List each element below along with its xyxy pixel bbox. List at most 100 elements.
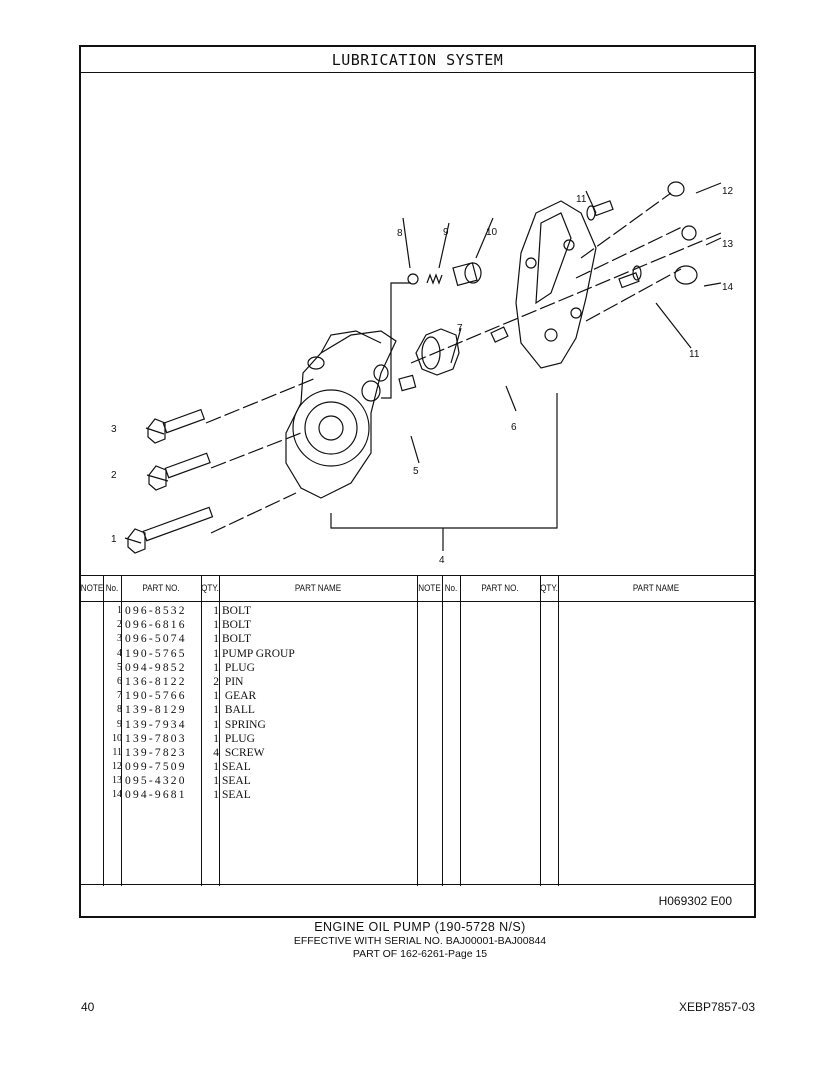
part-name: GEAR — [222, 690, 257, 703]
callout-4: 4 — [439, 555, 445, 566]
row-number: 6 — [117, 675, 122, 687]
part-name: BALL — [222, 704, 255, 717]
callout-1: 1 — [111, 534, 117, 545]
callout-5: 5 — [413, 466, 419, 477]
quantity: 1 — [213, 619, 219, 632]
page-number: 40 — [81, 1000, 95, 1014]
part-number: 099-7509 — [125, 761, 187, 774]
callout-3: 3 — [111, 424, 117, 435]
quantity: 1 — [213, 732, 219, 745]
quantity: 4 — [213, 746, 219, 759]
part-name: BOLT — [222, 619, 251, 632]
plug-10-shape — [452, 262, 482, 287]
callout-2: 2 — [111, 470, 117, 481]
part-name: PLUG — [222, 661, 255, 674]
pin-6-shape — [490, 326, 509, 343]
callout-14: 14 — [722, 282, 734, 293]
leader-2 — [146, 474, 169, 482]
header-part-name: PART NAME — [294, 583, 342, 594]
part-name: PUMP GROUP — [222, 647, 295, 660]
parts-frame: LUBRICATION SYSTEM — [79, 45, 756, 918]
pump-body-shape — [285, 330, 397, 499]
caption-serial: EFFECTIVE WITH SERIAL NO. BAJ00001-BAJ00… — [293, 935, 547, 947]
header-note-right: NOTE — [418, 583, 441, 594]
spring-9-shape — [426, 273, 443, 285]
quantity: 1 — [213, 647, 219, 660]
row-number: 8 — [117, 704, 122, 716]
part-name: BOLT — [222, 633, 251, 646]
document-code: XEBP7857-03 — [678, 1000, 755, 1014]
bolt-3-shape — [147, 408, 206, 444]
row-number: 14 — [112, 789, 122, 801]
part-number: 096-5074 — [125, 633, 187, 646]
bolt-1-shape — [127, 506, 214, 554]
quantity: 1 — [213, 761, 219, 774]
row-number: 2 — [117, 619, 122, 631]
caption-title: ENGINE OIL PUMP (190-5728 N/S) — [314, 920, 526, 934]
quantity: 1 — [213, 690, 219, 703]
callout-6: 6 — [511, 422, 517, 433]
callout-9: 9 — [443, 227, 449, 238]
part-name: PIN — [222, 675, 244, 688]
row-number: 4 — [117, 647, 122, 659]
callout-8: 8 — [397, 228, 403, 239]
quantity: 1 — [213, 789, 219, 802]
quantity: 1 — [213, 718, 219, 731]
part-number: 136-8122 — [125, 675, 187, 688]
quantity: 1 — [213, 775, 219, 788]
part-name: SPRING — [222, 718, 266, 731]
callout-10: 10 — [486, 227, 498, 238]
quantity: 2 — [213, 675, 219, 688]
bolt-2-shape — [148, 452, 211, 491]
quantity: 1 — [213, 633, 219, 646]
exploded-diagram: 1 2 3 4 5 6 7 8 9 10 11 11 12 13 14 — [81, 73, 754, 575]
part-number: 096-8532 — [125, 605, 187, 617]
cover-plate-shape — [515, 200, 597, 369]
part-name: PLUG — [222, 732, 255, 745]
page-title: LUBRICATION SYSTEM — [81, 47, 754, 73]
row-number: 9 — [117, 718, 122, 730]
screw-11-lower-shape — [618, 265, 642, 289]
row-number: 3 — [117, 633, 122, 645]
part-name: SCREW — [222, 746, 265, 759]
part-number: 094-9681 — [125, 789, 187, 802]
row-number: 1 — [117, 605, 122, 616]
part-number: 095-4320 — [125, 775, 187, 788]
seal-13-shape — [681, 225, 697, 241]
leader-3 — [145, 427, 165, 435]
header-part-name-right: PART NAME — [632, 583, 680, 594]
header-part-no: PART NO. — [142, 583, 180, 594]
part-name: SEAL — [222, 761, 251, 774]
part-name: BOLT — [222, 605, 251, 617]
gear-7-shape — [415, 328, 460, 376]
part-number: 190-5766 — [125, 690, 187, 703]
header-qty: QTY. — [201, 583, 219, 594]
quantity: 1 — [213, 661, 219, 674]
part-number: 139-8129 — [125, 704, 187, 717]
plug-5-shape — [398, 374, 417, 392]
row-number: 13 — [112, 775, 122, 787]
header-no-right: No. — [444, 583, 458, 594]
callout-12: 12 — [722, 186, 734, 197]
callout-11-upper: 11 — [576, 194, 587, 205]
header-note: NOTE — [80, 583, 104, 594]
illustration-footer: H069302 E00 — [81, 884, 754, 916]
row-number: 10 — [112, 732, 122, 744]
part-number: 139-7823 — [125, 746, 187, 759]
header-no: No. — [105, 583, 119, 594]
part-name: SEAL — [222, 775, 251, 788]
